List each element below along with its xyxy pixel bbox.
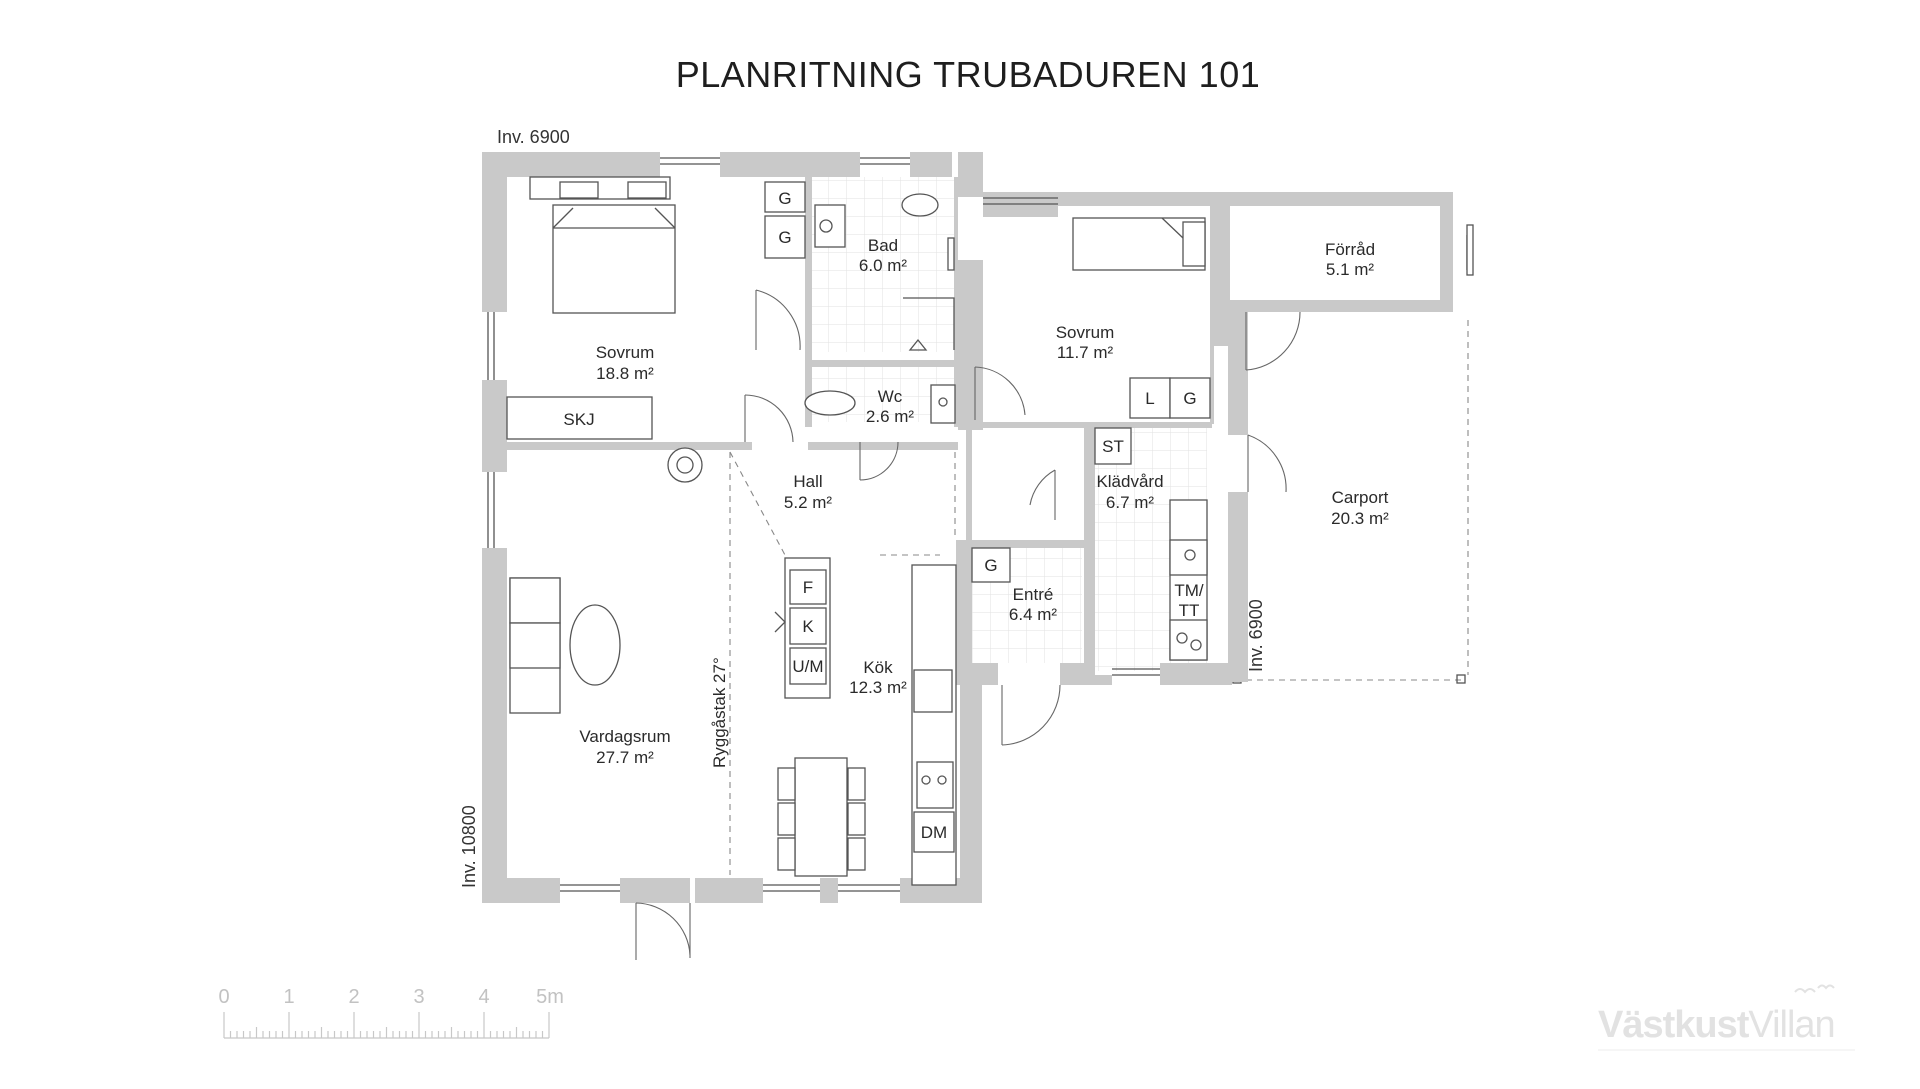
fixture-f: F — [803, 578, 813, 597]
dimension-right: Inv. 6900 — [1246, 599, 1266, 672]
room-sovrum2-name: Sovrum — [1056, 323, 1115, 342]
doors — [635, 289, 1301, 960]
fixture-skj: SKJ — [563, 410, 594, 429]
logo-text: VästkustVillan — [1598, 1004, 1835, 1046]
fixture-l: L — [1145, 389, 1154, 408]
room-bad-area: 6.0 m² — [859, 256, 908, 275]
fixture-tm: TM/ — [1174, 581, 1204, 600]
room-hall-area: 5.2 m² — [784, 493, 833, 512]
room-kok-name: Kök — [863, 658, 893, 677]
living-room-furniture — [509, 447, 703, 714]
fixture-tt: TT — [1179, 601, 1200, 620]
bedroom2-furniture — [1072, 217, 1211, 419]
scale-label-4: 4 — [478, 986, 489, 1008]
room-sovrum2-area: 11.7 m² — [1057, 343, 1114, 362]
scale-bar: 0 1 2 3 4 5m — [218, 986, 564, 1039]
fixture-g-wardrobe1: G — [778, 189, 791, 208]
room-wc-name: Wc — [878, 387, 903, 406]
logo-part2: Villan — [1748, 1004, 1834, 1046]
room-vardagsrum-area: 27.7 m² — [596, 748, 654, 767]
room-carport-name: Carport — [1332, 488, 1389, 507]
fixture-k: K — [802, 617, 814, 636]
kitchen-furniture — [774, 557, 957, 886]
fixture-g-entre: G — [984, 556, 997, 575]
scale-label-2: 2 — [348, 986, 359, 1008]
storage-fixtures — [1466, 224, 1474, 276]
dimension-left: Inv. 10800 — [459, 805, 479, 888]
scale-label-3: 3 — [413, 986, 424, 1008]
bedroom1-furniture — [506, 176, 806, 440]
fixture-g-wardrobe2: G — [778, 228, 791, 247]
fixture-st: ST — [1102, 437, 1124, 456]
room-sovrum1-name: Sovrum — [596, 343, 655, 362]
room-kladvard-area: 6.7 m² — [1106, 493, 1155, 512]
room-sovrum1-area: 18.8 m² — [596, 364, 654, 383]
roof-label: Ryggåstak 27° — [710, 657, 729, 768]
room-entre-name: Entré — [1013, 585, 1054, 604]
room-kok-area: 12.3 m² — [849, 678, 907, 697]
scale-label-1: 1 — [283, 986, 294, 1008]
page-title: PLANRITNING TRUBADUREN 101 — [676, 54, 1260, 95]
room-vardagsrum-name: Vardagsrum — [579, 727, 670, 746]
room-forrad-name: Förråd — [1325, 240, 1375, 259]
room-forrad-area: 5.1 m² — [1326, 260, 1375, 279]
room-wc-area: 2.6 m² — [866, 407, 915, 426]
logo-part1: Västkust — [1598, 1004, 1750, 1046]
walls — [482, 152, 1453, 903]
room-bad-name: Bad — [868, 236, 898, 255]
room-carport-area: 20.3 m² — [1331, 509, 1389, 528]
laundry-fixtures — [971, 427, 1208, 661]
room-entre-area: 6.4 m² — [1009, 605, 1058, 624]
fixture-dm: DM — [921, 823, 947, 842]
fixture-um: U/M — [792, 657, 823, 676]
bath-fixtures — [804, 193, 956, 424]
dimension-top: Inv. 6900 — [497, 127, 570, 147]
fixture-g-bedroom2: G — [1183, 389, 1196, 408]
scale-label-5: 5m — [536, 986, 564, 1008]
room-hall-name: Hall — [793, 472, 822, 491]
roof-dash-lines — [729, 451, 956, 875]
windows — [487, 157, 1468, 892]
bird-icon — [1794, 988, 1816, 994]
bird-icon-small — [1817, 984, 1835, 990]
vastkustvillan-logo: VästkustVillan — [1598, 984, 1855, 1051]
room-kladvard-name: Klädvård — [1096, 472, 1163, 491]
scale-label-0: 0 — [218, 986, 229, 1008]
